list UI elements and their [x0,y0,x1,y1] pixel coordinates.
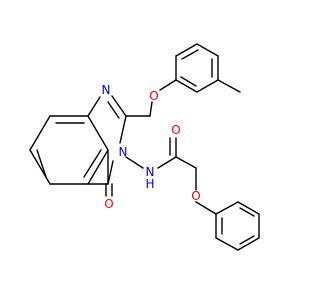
bond [29,149,51,185]
bond [175,43,198,57]
atom-o-amide-label: O [171,123,180,137]
bond [180,76,197,87]
bond [149,101,153,117]
bond [159,79,177,91]
atom-nh-h-label: H [145,177,154,191]
atom-n3-label: N [119,145,128,159]
bond [196,79,219,93]
bond [87,115,109,151]
bond [87,96,101,117]
atom-o-ether2-label: O [191,189,200,203]
atom-nh-n-label: N [146,165,155,179]
bond [237,201,260,215]
atom-o-keto-label: O [104,197,113,211]
bond [29,115,51,151]
bond [107,160,114,185]
bond [196,43,219,57]
atom-o-ether1-label: O [149,89,158,103]
bond [36,149,47,178]
bond [217,79,241,93]
bond [175,79,198,93]
bond [157,156,177,169]
bond [237,237,260,251]
bond [215,201,239,215]
structure-drawing: N N O O N H O O [29,43,260,251]
bond [125,156,144,169]
bond [239,235,255,245]
molecule-canvas: N N O O N H O O [29,43,260,251]
bond [107,101,120,119]
bond [119,115,127,144]
bond [239,207,255,217]
bond [87,149,109,185]
bond [181,49,199,60]
bond [175,156,197,169]
atom-labels: N N O O N H O O [102,83,201,211]
atom-n1-label: N [102,83,111,97]
bond [195,201,217,215]
bond-lines [29,43,260,251]
bond [111,95,127,117]
bond [215,237,239,251]
bond [83,149,102,178]
